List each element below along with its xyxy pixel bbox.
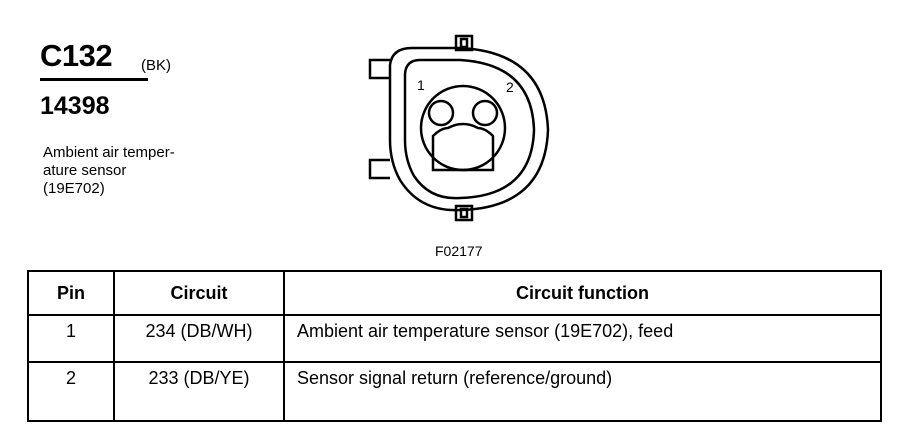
circuit-function-cell: Ambient air temperature sensor (19E702),…: [283, 314, 882, 363]
pin-table: Pin Circuit Circuit function 1 234 (DB/W…: [27, 269, 882, 423]
table-row: 2 233 (DB/YE) Sensor signal return (refe…: [27, 360, 882, 423]
pin-2-socket: [471, 99, 499, 127]
pin-1-socket: [427, 99, 455, 127]
circuit-cell: 233 (DB/YE): [113, 360, 285, 423]
header-circuit: Circuit: [113, 269, 285, 317]
description-line-3: (19E702): [43, 180, 105, 197]
pin-1-label: 1: [417, 77, 425, 93]
connector-description: Ambient air temper- ature sensor (19E702…: [43, 144, 213, 198]
bottom-latch-tab: [454, 204, 474, 222]
pin-cell: 1: [27, 314, 115, 363]
circuit-cell: 234 (DB/WH): [113, 314, 285, 363]
connector-inner-housing: [403, 58, 536, 200]
figure-id: F02177: [435, 243, 483, 259]
connector-face-drawing: 1 2: [368, 34, 550, 222]
upper-side-tab: [368, 58, 390, 80]
connector-id-underline: [40, 78, 148, 81]
connector-outer-housing: [388, 46, 550, 212]
connector-id: C132: [40, 38, 113, 73]
description-line-2: ature sensor: [43, 162, 127, 179]
header-pin: Pin: [27, 269, 115, 317]
lower-side-tab: [368, 158, 390, 180]
circuit-function-cell: Sensor signal return (reference/ground): [283, 360, 882, 423]
table-header-row: Pin Circuit Circuit function: [27, 269, 882, 317]
top-latch-slot: [459, 37, 469, 49]
connector-color: (BK): [141, 57, 171, 74]
pin-2-label: 2: [506, 79, 514, 95]
keying-tongue: [431, 122, 495, 172]
description-line-1: Ambient air temper-: [43, 144, 175, 161]
pin-cell: 2: [27, 360, 115, 423]
header-circuit-function: Circuit function: [283, 269, 882, 317]
part-number: 14398: [40, 92, 110, 120]
top-latch-tab: [454, 34, 474, 52]
table-row: 1 234 (DB/WH) Ambient air temperature se…: [27, 314, 882, 363]
